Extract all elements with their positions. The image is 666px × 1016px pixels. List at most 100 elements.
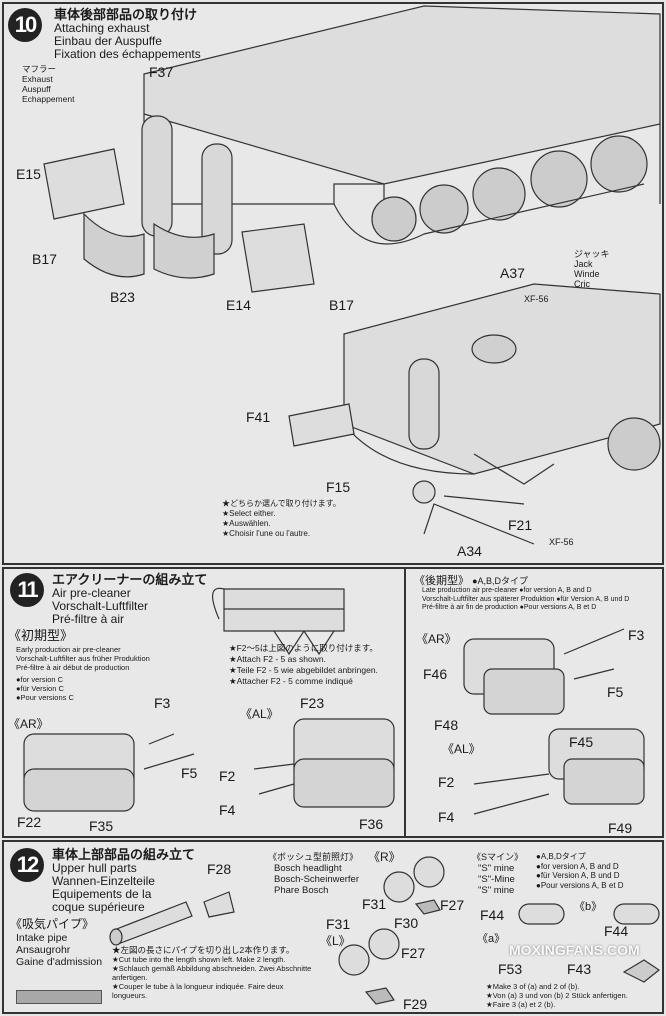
- title-jp: 車体後部部品の取り付け: [54, 7, 198, 22]
- late-de: Vorschalt-Luftfilter aus späterer Produk…: [422, 595, 630, 603]
- part-label: A34: [457, 543, 482, 559]
- part-label: E15: [16, 166, 41, 182]
- paint-code: XF-56: [549, 537, 574, 547]
- part-label: F37: [149, 64, 174, 80]
- jack-fr: Cric: [574, 279, 590, 289]
- part-label: F22: [17, 814, 42, 830]
- smine-jp: 《Sマイン》: [472, 852, 524, 862]
- smine-ver-en: ●for version A, B and D: [536, 861, 619, 871]
- smine-de: "S"-Mine: [478, 874, 515, 885]
- title-jp: エアクリーナーの組み立て: [52, 572, 208, 587]
- part-label: F2: [219, 768, 236, 784]
- part-label: E14: [226, 297, 251, 313]
- bosch-en: Bosch headlight: [274, 863, 342, 874]
- smine-ver-fr: ●Pour versions A, B et D: [536, 880, 624, 890]
- jack-label: ジャッキ Jack Winde Cric: [574, 249, 610, 289]
- note-de: ★Auswählen.: [222, 519, 271, 528]
- cut-en: ★Cut tube into the length shown left. Ma…: [112, 955, 286, 964]
- air-cleaner-diagram: [23, 569, 645, 836]
- title-fr: Fixation des échappements: [54, 47, 201, 61]
- a-label: 《a》: [477, 933, 506, 945]
- bosch-label: 《ボッシュ型前照灯》 Bosch headlight Bosch-Scheinw…: [268, 852, 359, 896]
- part-label: A37: [500, 265, 525, 281]
- jack-de: Winde: [574, 269, 600, 279]
- part-label: F35: [89, 818, 114, 834]
- part-label: F31: [362, 896, 387, 912]
- step-11-panel: 11 エアクリーナーの組み立て Air pre-cleaner Vorschal…: [2, 567, 664, 838]
- early-de: Vorschalt-Luftfilter aus früher Produkti…: [16, 654, 150, 663]
- late-heading: 《後期型》 ●A,B,Dタイプ: [414, 572, 528, 588]
- late-type: ●A,B,Dタイプ: [472, 576, 529, 586]
- part-label: F53: [498, 961, 523, 977]
- late-desc: Late production air pre-cleaner ●for ver…: [422, 587, 629, 613]
- make-en: ★Make 3 of (a) and 2 of (b).: [486, 982, 580, 991]
- part-label: F30: [394, 915, 419, 931]
- part-label: F36: [359, 816, 384, 832]
- attach-note: ★F2〜5は上図のように取り付けます。 ★Attach F2 - 5 as sh…: [229, 643, 378, 687]
- part-label: F5: [181, 765, 198, 781]
- note-en: ★Attach F2 - 5 as shown.: [229, 654, 326, 664]
- step-number: 12: [10, 848, 44, 882]
- title-fr: Equipements de la coque supérieure: [52, 887, 152, 914]
- part-label: F3: [628, 627, 645, 643]
- part-label: F29: [403, 996, 428, 1012]
- part-label: B23: [110, 289, 135, 305]
- title-jp: 車体上部部品の組み立て: [52, 847, 196, 862]
- al-label: 《AL》: [240, 707, 279, 721]
- smine-fr: "S" mine: [478, 885, 515, 896]
- part-label: F44: [604, 923, 629, 939]
- part-label: F2: [438, 774, 455, 790]
- smine-label: 《Sマイン》 "S" mine "S"-Mine "S" mine: [472, 852, 523, 896]
- exhaust-fr: Echappement: [22, 94, 75, 104]
- part-label: F31: [326, 916, 351, 932]
- upper-hull-diagram: [109, 856, 661, 1005]
- note-jp: ★F2〜5は上図のように取り付けます。: [229, 643, 378, 653]
- bosch-de: Bosch-Scheinwerfer: [274, 874, 360, 885]
- part-label: F3: [154, 695, 171, 711]
- b-label: 《b》: [574, 901, 603, 913]
- title-de: Einbau der Auspuffe: [54, 34, 162, 48]
- part-label: F43: [567, 961, 592, 977]
- step-number: 10: [8, 8, 42, 42]
- part-label: F45: [569, 734, 594, 750]
- smine-ver-de: ●für Version A, B und D: [536, 871, 620, 880]
- cut-fr: ★Couper le tube à la longueur indiquée. …: [112, 982, 284, 1000]
- cut-de: ★Schlauch gemäß Abbildung abschneiden. Z…: [112, 964, 312, 982]
- step-title: エアクリーナーの組み立て Air pre-cleaner Vorschalt-L…: [52, 573, 207, 626]
- intake-label: 《吸気パイプ》 Intake pipe Ansaugrohr Gaine d'a…: [10, 918, 102, 968]
- step-12-panel: 12 車体上部部品の組み立て Upper hull parts Wannen-E…: [2, 840, 664, 1014]
- smine-version: ●A,B,Dタイプ ●for version A, B and D ●für V…: [536, 852, 624, 890]
- step-number: 11: [10, 573, 44, 607]
- exhaust-label: マフラー Exhaust Auspuff Echappement: [22, 64, 74, 104]
- note-fr: ★Choisir l'une ou l'autre.: [222, 529, 311, 538]
- title-de: Vorschalt-Luftfilter: [52, 599, 149, 613]
- late-en: Late production air pre-cleaner ●for ver…: [422, 587, 592, 594]
- make-de: ★Von (a) 3 und von (b) 2 Stück anfertige…: [486, 991, 628, 1000]
- part-label: F48: [434, 717, 459, 733]
- exhaust-en: Exhaust: [22, 74, 53, 84]
- cut-jp: ★左図の長さにパイプを切り出し2本作ります。: [112, 945, 295, 955]
- jack-jp: ジャッキ: [574, 249, 610, 259]
- part-label: F28: [207, 861, 232, 877]
- step-title: 車体後部部品の取り付け Attaching exhaust Einbau der…: [54, 8, 201, 61]
- part-label: F5: [607, 684, 624, 700]
- part-label: F23: [300, 695, 325, 711]
- intake-fr: Gaine d'admission: [16, 956, 103, 968]
- title-fr: Pré-filtre à air: [52, 612, 125, 626]
- step-10-panel: 10 車体後部部品の取り付け Attaching exhaust Einbau …: [2, 2, 664, 565]
- ar-label: 《AR》: [8, 717, 49, 731]
- l-label: 《L》: [320, 934, 351, 948]
- part-label: F15: [326, 479, 351, 495]
- part-label: F27: [440, 897, 465, 913]
- title-en: Upper hull parts: [52, 861, 137, 875]
- bosch-jp: 《ボッシュ型前照灯》: [268, 852, 359, 862]
- intake-en: Intake pipe: [16, 932, 68, 944]
- part-label: F4: [438, 809, 455, 825]
- title-de: Wannen-Einzelteile: [52, 874, 155, 888]
- jack-en: Jack: [574, 259, 593, 269]
- late-heading-jp: 《後期型》: [414, 575, 469, 587]
- tube-length-guide: [16, 990, 102, 1004]
- part-label: F49: [608, 820, 633, 836]
- early-desc: Early production air pre-cleaner Vorscha…: [16, 645, 150, 702]
- early-en: Early production air pre-cleaner: [16, 645, 121, 654]
